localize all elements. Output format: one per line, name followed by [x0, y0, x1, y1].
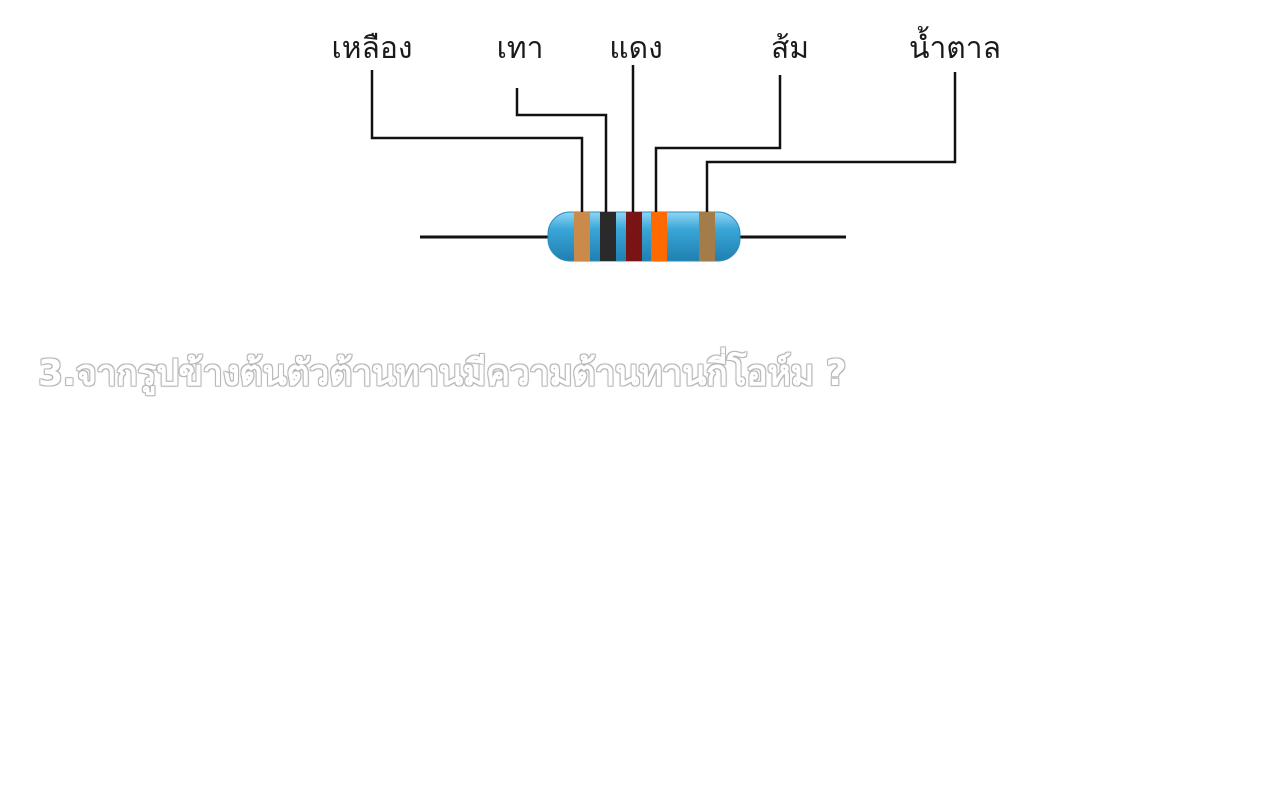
color-band-4 — [651, 212, 667, 261]
band-label-orange: ส้ม — [771, 31, 809, 66]
color-band-1 — [574, 212, 590, 261]
color-band-3 — [626, 212, 642, 261]
color-band-2 — [600, 212, 616, 261]
leader-line-5 — [705, 72, 957, 212]
leader-line-1 — [370, 70, 584, 212]
leader-line-4 — [654, 75, 782, 212]
resistor-body — [547, 211, 741, 262]
band-label-yellow: เหลือง — [331, 31, 412, 66]
band-label-brown: น้ำตาล — [909, 26, 1001, 66]
color-band-5 — [699, 212, 715, 261]
band-label-red: แดง — [609, 31, 662, 66]
band-label-gray: เทา — [497, 31, 544, 66]
leader-line-2 — [515, 88, 608, 212]
question-text: 3.จากรูปข้างต้นตัวต้านทานมีความต้านทานกี… — [38, 353, 847, 394]
